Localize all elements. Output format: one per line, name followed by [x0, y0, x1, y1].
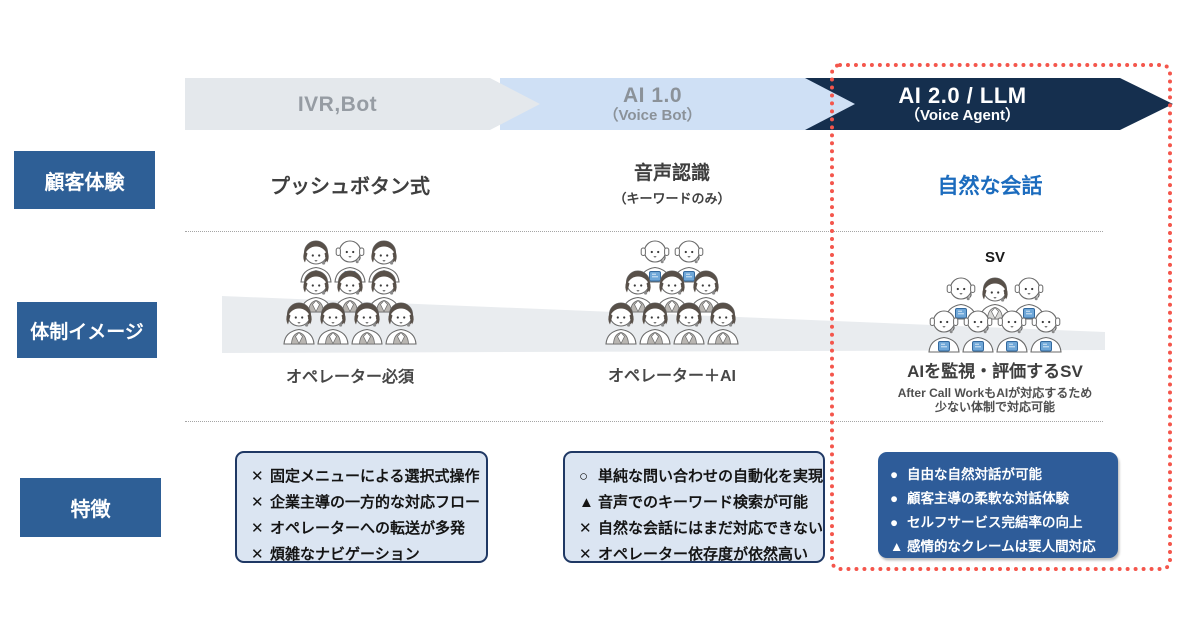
stage-label: AI 1.0	[622, 84, 683, 107]
feature-text: オペレーター依存度が依然高い	[598, 546, 809, 563]
stage-label: AI 2.0 / LLM	[898, 83, 1027, 108]
feature-text: 顧客主導の柔軟な対話体験	[907, 491, 1069, 506]
stage-sublabel: （Voice Agent）	[904, 107, 1020, 124]
team-illustration-sv-monitoring-ai	[845, 232, 1145, 360]
feature-item: ✕ オペレーター依存度が依然高い	[579, 542, 817, 568]
team-caption: オペレーター＋AI	[607, 368, 736, 385]
feature-text: 音声でのキーワード検索が可能	[598, 494, 809, 511]
feature-mark: ●	[890, 467, 899, 482]
team-illustration-operators-plus-ai	[522, 232, 822, 360]
feature-text: 感情的なクレームは要人間対応	[907, 539, 1096, 554]
team-caption: オペレーター必須	[285, 369, 414, 386]
feature-item: ○ 単純な問い合わせの自動化を実現	[579, 464, 823, 490]
feature-item: ✕ 自然な会話にはまだ対応できない	[579, 516, 823, 542]
feature-mark: ○	[579, 468, 589, 485]
feature-item: ✕ 企業主導の一方的な対応フロー	[251, 490, 480, 516]
feature-item: ▲音声でのキーワード検索が可能	[579, 490, 817, 516]
team-note-line2: 少ない体制で対応可能	[934, 400, 1055, 414]
feature-text: 固定メニューによる選択式操作	[270, 468, 480, 485]
feature-text: オペレーターへの転送が多発	[270, 520, 466, 537]
feature-item: ✕ オペレーターへの転送が多発	[251, 516, 480, 542]
feature-list: ○単純な問い合わせの自動化を実現▲音声でのキーワード検索が可能✕自然な会話にはま…	[565, 453, 823, 568]
stage-label: IVR,Bot	[297, 92, 378, 116]
sv-label: SV	[984, 249, 1005, 266]
row-divider-bottom	[185, 421, 1103, 422]
row-label-organization-image: 体制イメージ	[17, 302, 157, 358]
feature-item: ● セルフサービス完結率の向上	[890, 511, 1114, 535]
row-label-customer-experience: 顧客体験	[14, 151, 155, 209]
feature-box-ai-2-0: ●自由な自然対話が可能●顧客主導の柔軟な対話体験●セルフサービス完結率の向上▲感…	[878, 452, 1118, 558]
feature-mark: ✕	[251, 494, 264, 511]
feature-mark: ▲	[579, 494, 594, 511]
feature-mark: ✕	[579, 520, 592, 537]
feature-box-ivr: ✕ 固定メニューによる選択式操作 ✕ 企業主導の一方的な対応フロー ✕ オペレーターへの転…	[235, 451, 488, 563]
feature-text: 自然な会話にはまだ対応できない	[598, 520, 824, 537]
experience-push-button: プッシュボタン式	[270, 176, 430, 198]
feature-mark: ✕	[251, 468, 264, 485]
feature-mark: ✕	[579, 546, 592, 563]
stage-ai-1-0: AI 1.0 （Voice Bot）	[500, 78, 855, 130]
stage-sublabel: （Voice Bot）	[603, 107, 702, 124]
feature-item: ● 顧客主導の柔軟な対話体験	[890, 487, 1114, 511]
highlight-border	[830, 63, 1172, 571]
feature-text: セルフサービス完結率の向上	[907, 515, 1083, 530]
feature-text: 企業主導の一方的な対応フロー	[270, 494, 481, 511]
feature-mark: ✕	[251, 520, 264, 537]
feature-item: ✕ 煩雑なナビゲーション	[251, 542, 480, 568]
experience-natural-conversation: 自然な会話	[937, 175, 1043, 198]
feature-text: 単純な問い合わせの自動化を実現	[598, 468, 824, 485]
experience-voice-recognition: 音声認識 （キーワードのみ）	[540, 158, 804, 207]
feature-item: ● 自由な自然対話が可能	[890, 463, 1114, 487]
feature-text: 自由な自然対話が可能	[907, 467, 1042, 482]
feature-mark: ▲	[890, 539, 904, 554]
experience-title: 音声認識	[633, 163, 710, 184]
row-label-features: 特徴	[20, 478, 161, 537]
feature-mark: ✕	[251, 546, 264, 563]
feature-item: ▲感情的なクレームは要人間対応	[890, 535, 1114, 559]
feature-mark: ●	[890, 515, 899, 530]
feature-text: 煩雑なナビゲーション	[270, 546, 420, 563]
stage-ivr-bot: IVR,Bot	[185, 78, 540, 130]
feature-mark: ●	[890, 491, 899, 506]
feature-box-ai-1-0: ○単純な問い合わせの自動化を実現▲音声でのキーワード検索が可能✕自然な会話にはま…	[563, 451, 825, 563]
row-divider-top	[185, 231, 1103, 232]
team-caption: AIを監視・評価するSV	[907, 362, 1083, 381]
feature-list: ✕ 固定メニューによる選択式操作 ✕ 企業主導の一方的な対応フロー ✕ オペレーターへの転…	[237, 453, 486, 568]
team-note-line1: After Call WorkもAIが対応するため	[897, 386, 1093, 400]
feature-item: ✕ 固定メニューによる選択式操作	[251, 464, 480, 490]
stage-ai-2-0-llm: AI 2.0 / LLM （Voice Agent）	[805, 78, 1173, 130]
experience-subtitle: （キーワードのみ）	[613, 191, 731, 206]
feature-list: ●自由な自然対話が可能●顧客主導の柔軟な対話体験●セルフサービス完結率の向上▲感…	[878, 452, 1118, 559]
team-illustration-operators-required	[200, 232, 500, 360]
